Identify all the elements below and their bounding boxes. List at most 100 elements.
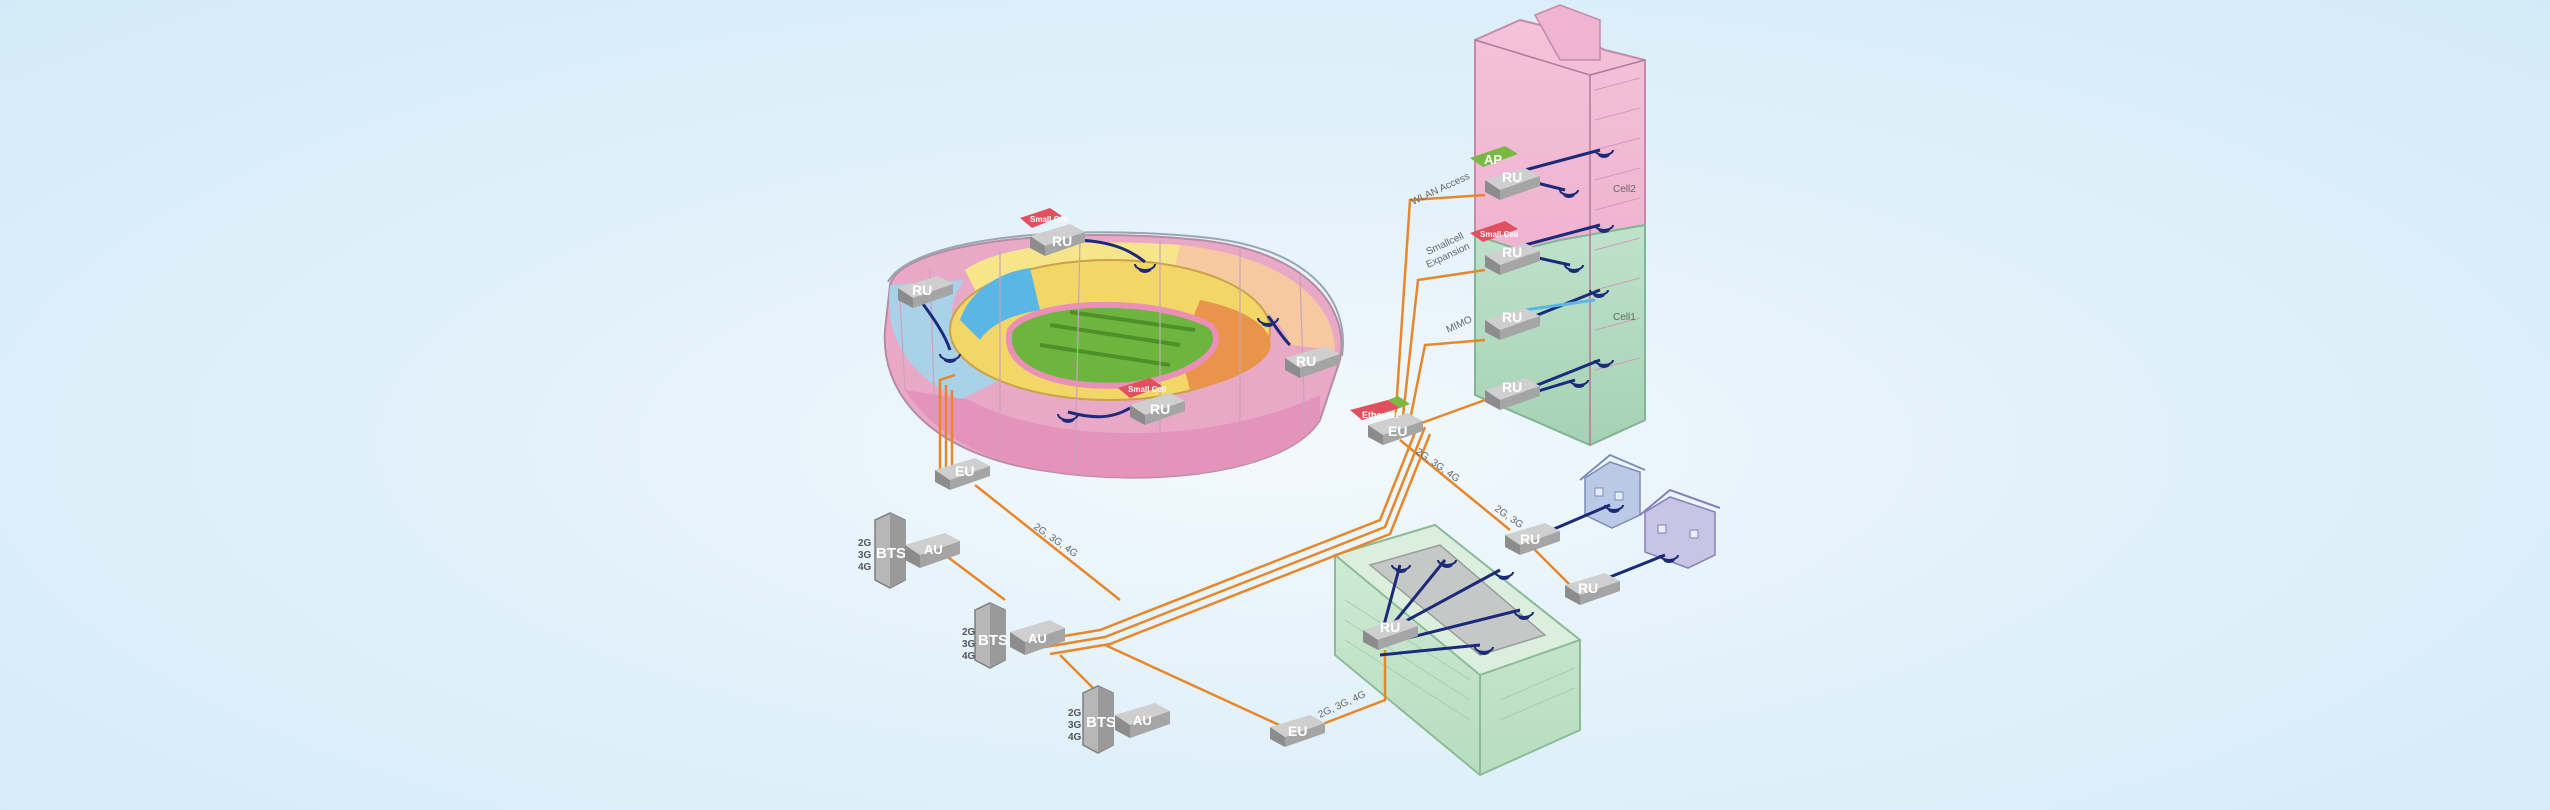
campus-building <box>1332 523 1583 777</box>
au-label: AU <box>1028 631 1047 646</box>
ru-stadium-left[interactable]: RU <box>898 276 953 308</box>
bts-label: BTS <box>876 545 906 562</box>
pitch-stripes <box>1039 310 1196 367</box>
wifi-antenna-icon <box>1494 571 1514 580</box>
ru-house-1[interactable]: RU <box>1505 523 1560 555</box>
fiber-au-to-eu-campus <box>1104 643 1291 732</box>
small-cell-label: Small Cell <box>1480 230 1518 239</box>
ru-stadium-top[interactable]: RU Small Cell <box>1020 208 1085 256</box>
tower-edges <box>1474 39 1646 445</box>
fiber-eu-to-au <box>974 484 1121 601</box>
ru-stadium-right[interactable]: RU <box>1285 346 1340 378</box>
small-cell-badge <box>1470 221 1518 242</box>
eu-campus[interactable]: EU <box>1270 715 1325 747</box>
ru-label: RU <box>1502 169 1522 185</box>
house-1 <box>1579 453 1646 529</box>
campus-antennas <box>1391 559 1534 655</box>
ap-label: AP <box>1484 152 1502 167</box>
ru-label: RU <box>912 282 932 298</box>
bts-cabinet-1: BTS 2G 3G 4G <box>858 512 906 589</box>
small-cell-label: Small Cell <box>1128 385 1166 394</box>
house-2 <box>1639 488 1721 569</box>
ru-tower-ap[interactable]: RU AP <box>1470 146 1540 200</box>
small-cell-label: Small Cell <box>1030 215 1068 224</box>
wifi-antenna-icon <box>1594 359 1614 368</box>
eu-label: EU <box>955 463 974 479</box>
link-label-tower-feed: 2G, 3G, 4G <box>1413 446 1461 484</box>
label-cell2: Cell2 <box>1613 184 1636 195</box>
fiber-eu-to-ru-mimo <box>1407 338 1486 426</box>
ru-campus[interactable]: RU <box>1363 618 1418 650</box>
bts-label: BTS <box>978 632 1008 649</box>
bts-band-4g: 4G <box>858 562 872 573</box>
small-cell-badge <box>1020 208 1062 228</box>
fiber-eu-to-ru-smallcell <box>1400 268 1486 426</box>
ethernet-badge-green <box>1388 396 1410 408</box>
fiber-au-to-tower-2 <box>1044 426 1427 649</box>
ru-label: RU <box>1296 353 1316 369</box>
au-label: AU <box>924 542 943 557</box>
au-3[interactable]: AU <box>1115 703 1170 738</box>
eu-label: EU <box>1388 423 1407 439</box>
fiber-eu-to-ru-ap <box>1393 193 1486 426</box>
fiber-eu-to-house-ru-1 <box>1399 439 1511 531</box>
ru-label: RU <box>1150 401 1170 417</box>
ru-label: RU <box>1380 619 1400 635</box>
wifi-antenna-icon <box>1437 559 1457 568</box>
wifi-antenna-icon <box>1134 263 1156 273</box>
wifi-antenna-icon <box>1659 554 1679 563</box>
ru-house-2[interactable]: RU <box>1565 573 1620 605</box>
ru-label: RU <box>1502 379 1522 395</box>
label-mimo: MIMO <box>1445 314 1475 336</box>
eu-tower[interactable]: EU Ethernet <box>1350 396 1423 445</box>
link-label-stadium-feed: 2G, 3G, 4G <box>1031 521 1079 559</box>
bts-band-4g: 4G <box>962 651 976 662</box>
ru-label: RU <box>1502 309 1522 325</box>
ru-tower-smallcell[interactable]: RU Small Cell <box>1470 221 1540 275</box>
bts-cabinet-2: BTS 2G 3G 4G <box>962 602 1008 669</box>
bts-band-3g: 3G <box>1068 720 1082 731</box>
stadium-base <box>905 390 1320 478</box>
fiber-house-ru-chain <box>1529 544 1571 586</box>
campus-roof-atrium <box>1368 544 1547 656</box>
ethernet-label: Ethernet <box>1362 410 1399 420</box>
stadium-antenna-link-bottom <box>1067 406 1131 419</box>
ru-tower-mimo[interactable]: RU <box>1485 308 1540 340</box>
bts-band-4g: 4G <box>1068 732 1082 743</box>
stadium-antenna-link-right <box>1266 315 1292 347</box>
fiber-eu-to-stadium-a <box>938 373 956 470</box>
au-2[interactable]: AU <box>1010 620 1065 655</box>
wifi-antenna-icon <box>1559 189 1579 198</box>
mimo-secondary-link <box>1524 298 1596 312</box>
tower-top-block <box>1533 4 1601 61</box>
stadium-ribs <box>899 239 1306 475</box>
bts-band-2g: 2G <box>962 627 976 638</box>
au-label: AU <box>1133 713 1152 728</box>
ru-tower-bottom[interactable]: RU <box>1485 378 1540 410</box>
ru-stadium-bottom[interactable]: RU Small Cell <box>1118 378 1185 425</box>
house-antennas <box>1604 504 1679 563</box>
bts-band-3g: 3G <box>962 639 976 650</box>
ethernet-badge-red <box>1350 400 1400 420</box>
wifi-antenna-icon <box>1604 504 1624 513</box>
wifi-antenna-icon <box>1589 289 1609 298</box>
ap-badge <box>1470 146 1518 167</box>
link-label-houses-feed: 2G, 3G <box>1492 503 1525 531</box>
small-cell-badge <box>1118 378 1162 398</box>
campus-floor-lines <box>1344 599 1576 721</box>
tower-floor-lines <box>1594 77 1641 371</box>
ru-label: RU <box>1502 244 1522 260</box>
stadium-antenna-link-left <box>918 299 952 351</box>
bts-band-2g: 2G <box>858 538 872 549</box>
wifi-antenna-icon <box>1594 224 1614 233</box>
eu-stadium[interactable]: EU <box>935 458 990 490</box>
fiber-links <box>924 193 1571 732</box>
label-cell1: Cell1 <box>1613 312 1636 323</box>
wifi-antenna-icon <box>1474 646 1494 655</box>
bts-band-2g: 2G <box>1068 708 1082 719</box>
wifi-antenna-icon <box>1257 317 1279 327</box>
fiber-eu-to-campus-ru <box>1319 650 1387 727</box>
au-1[interactable]: AU <box>905 533 960 568</box>
